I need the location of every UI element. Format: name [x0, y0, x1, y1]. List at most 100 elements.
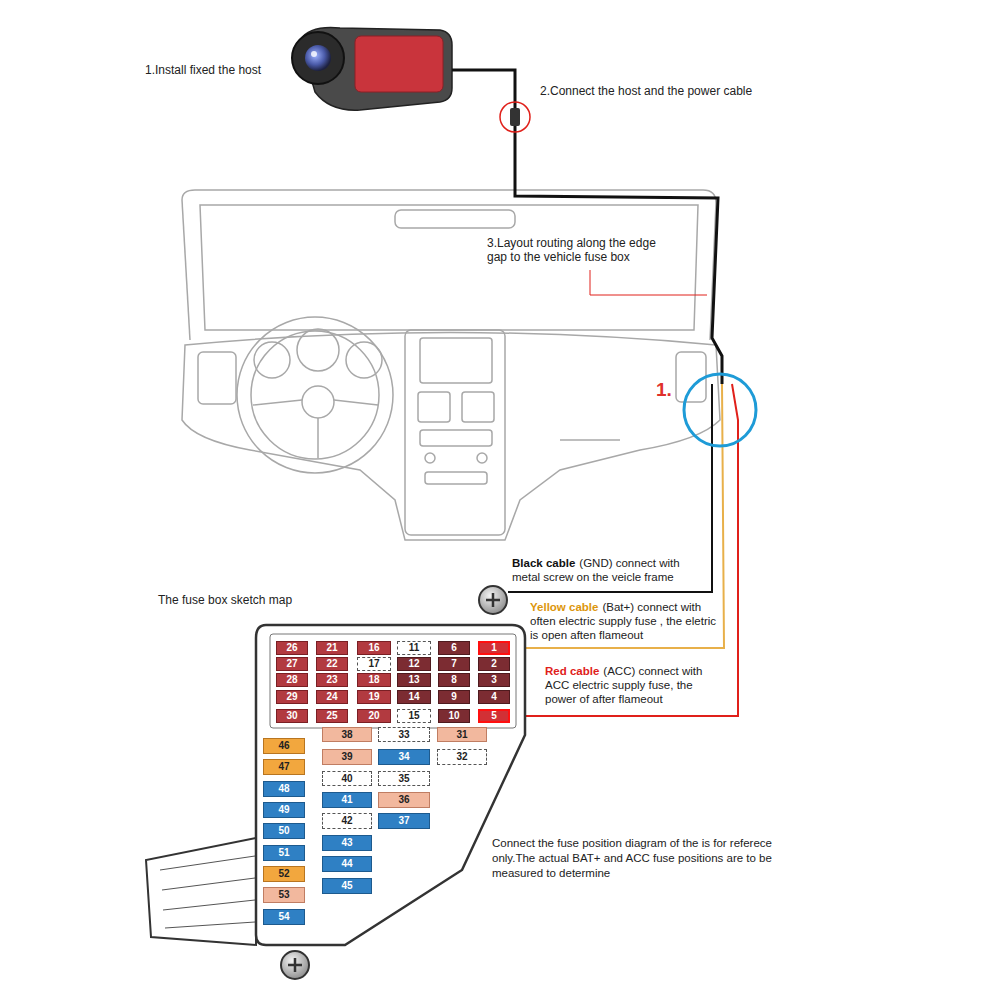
fuse: 37	[378, 813, 430, 829]
fuse-number: 13	[408, 675, 419, 685]
fuse-number: 21	[326, 643, 337, 653]
fuse: 41	[322, 792, 372, 808]
fuse-number: 40	[341, 774, 352, 784]
fuse-number: 35	[398, 774, 409, 784]
steering-wheel	[237, 317, 393, 473]
adhesive-pad	[355, 36, 443, 92]
fuse-number: 53	[278, 890, 289, 900]
fuse-number: 34	[398, 752, 409, 762]
air-vent	[198, 352, 236, 404]
step-label-block: 2.Connect the host and the power cable	[540, 84, 820, 98]
fuse-number: 1	[491, 643, 497, 653]
fuse: 14	[397, 690, 431, 704]
fuse-number: 37	[398, 816, 409, 826]
wire-note-block: Red cable(ACC) connect with ACC electric…	[545, 664, 717, 706]
fuse-number: 17	[368, 659, 379, 669]
fuse-number: 42	[341, 816, 352, 826]
fuse: 17	[357, 657, 391, 671]
fuse: 47	[263, 759, 305, 775]
fuse-number: 10	[448, 711, 459, 721]
fuse-number: 52	[278, 869, 289, 879]
fuse: 1	[478, 641, 510, 655]
fuse-number: 43	[341, 838, 352, 848]
screw	[479, 586, 507, 614]
fuse-box: The fuse box sketch map26211611612722171…	[138, 615, 528, 955]
fuse: 19	[357, 690, 391, 704]
fuse-number: 38	[341, 730, 352, 740]
fuse: 16	[357, 641, 391, 655]
fuse-number: 32	[456, 752, 467, 762]
fuse-number: 18	[368, 675, 379, 685]
fuse-number: 36	[398, 795, 409, 805]
windshield-outline	[182, 200, 190, 340]
air-vent	[676, 352, 706, 402]
cable-name: Yellow cable	[530, 601, 598, 613]
fuse-number: 47	[278, 762, 289, 772]
cable-name: Red cable	[545, 665, 599, 677]
fuse: 43	[322, 835, 372, 851]
fuse-number: 28	[286, 675, 297, 685]
windshield-glass	[200, 205, 698, 330]
fuse-box-heading: The fuse box sketch map	[158, 593, 292, 607]
fuse-number: 45	[341, 881, 352, 891]
leader-line	[590, 270, 707, 295]
fuse: 20	[357, 709, 391, 723]
fuse: 2	[478, 657, 510, 671]
fuse-number: 30	[286, 711, 297, 721]
connector-leg	[146, 838, 256, 945]
fuse: 38	[322, 727, 372, 742]
fuse: 15	[397, 709, 431, 723]
step-label-block: 1.Install fixed the host	[145, 63, 365, 77]
black-wire	[508, 384, 712, 592]
fuse: 9	[438, 690, 470, 704]
screw	[281, 951, 309, 979]
fuse-number: 14	[408, 692, 419, 702]
fuse: 34	[378, 749, 430, 765]
air-vent	[418, 392, 450, 422]
callout-number-block: 1.	[656, 378, 686, 401]
fuse-number: 23	[326, 675, 337, 685]
fuse: 46	[263, 738, 305, 754]
fuse: 27	[276, 657, 308, 671]
fuse-number: 46	[278, 741, 289, 751]
cable-connector	[510, 108, 520, 126]
steering-spokes	[253, 400, 378, 458]
camera-lens	[305, 45, 331, 71]
fuse: 45	[322, 878, 372, 894]
highlight-circle	[684, 374, 756, 446]
fuse: 36	[378, 792, 430, 808]
fuse: 44	[322, 856, 372, 872]
fuse-note: Connect the fuse position diagram of the…	[492, 837, 772, 879]
fuse: 10	[438, 709, 470, 723]
step-label: 3.Layout routing along the edge gap to t…	[487, 236, 656, 264]
gauge	[254, 342, 290, 378]
fuse-number: 41	[341, 795, 352, 805]
fuse: 35	[378, 771, 430, 786]
fuse: 22	[316, 657, 348, 671]
fuse: 24	[316, 690, 348, 704]
fuse: 42	[322, 813, 372, 829]
fuse-number: 9	[451, 692, 457, 702]
fuse: 7	[438, 657, 470, 671]
connector-highlight	[500, 102, 530, 132]
fuse: 25	[316, 709, 348, 723]
fuse-number: 25	[326, 711, 337, 721]
dashboard-drawing	[182, 190, 720, 540]
fuse-number: 33	[398, 730, 409, 740]
fuse: 6	[438, 641, 470, 655]
fuse-number: 3	[491, 675, 497, 685]
fuse: 23	[316, 673, 348, 687]
fuse: 13	[397, 673, 431, 687]
fuse: 8	[438, 673, 470, 687]
fuse-number: 48	[278, 784, 289, 794]
fuse: 12	[397, 657, 431, 671]
fuse: 49	[263, 802, 305, 818]
camera-lens-housing	[292, 32, 344, 84]
fuse-number: 49	[278, 805, 289, 815]
fuse-number: 50	[278, 826, 289, 836]
fuse: 51	[263, 845, 305, 861]
fuse: 30	[276, 709, 308, 723]
gauge	[346, 342, 382, 378]
step-label: 1.Install fixed the host	[145, 63, 261, 77]
fuse-number: 6	[451, 643, 457, 653]
